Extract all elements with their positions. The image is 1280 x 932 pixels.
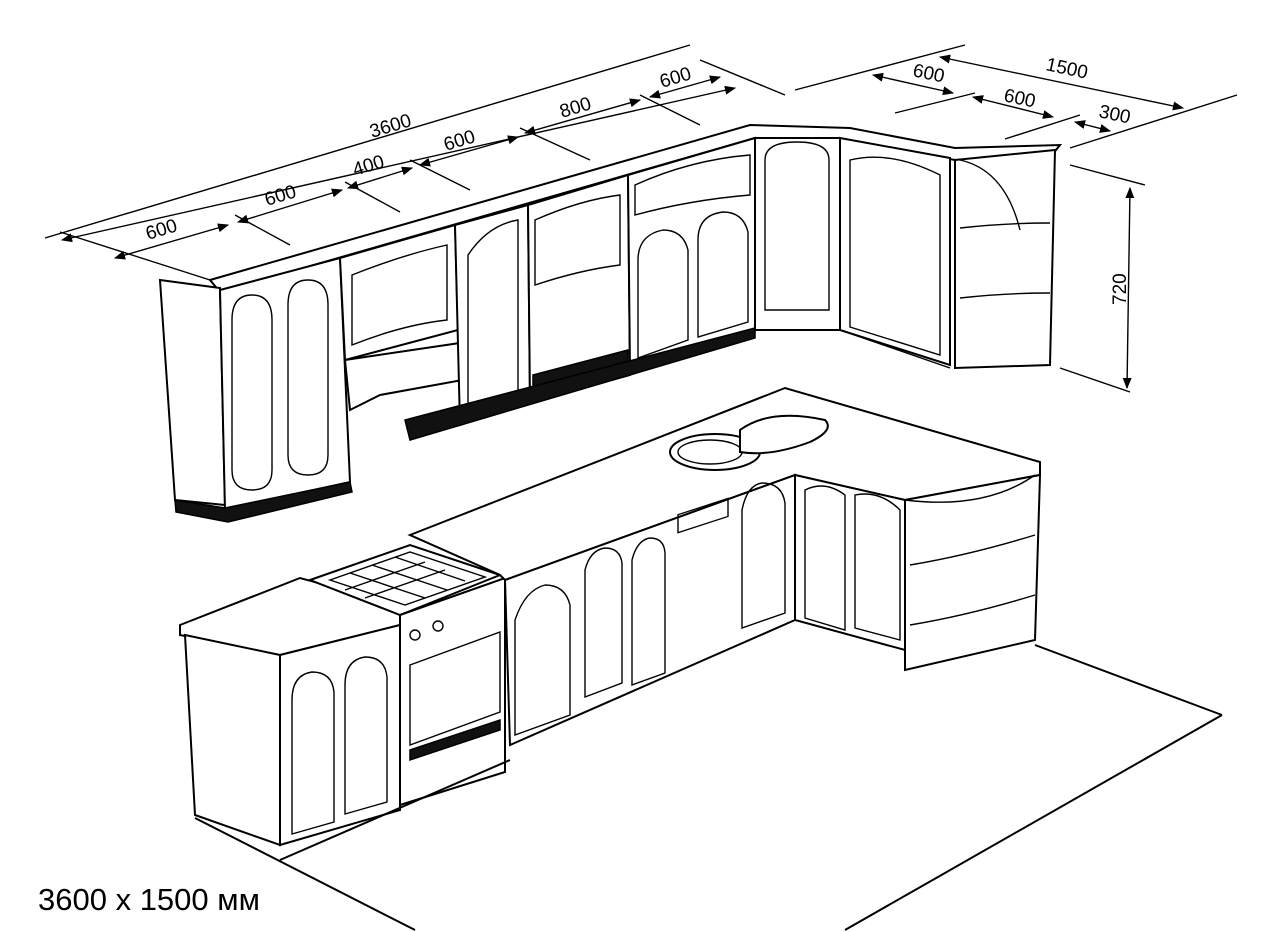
floor-outline <box>194 644 1223 931</box>
dimension-label-total-length: 3600 <box>367 110 414 142</box>
dimension-label-height: 720 <box>1110 273 1131 305</box>
dimension-label-600: 600 <box>262 181 298 210</box>
dimension-label-600: 600 <box>911 60 946 87</box>
base-cabinets <box>179 386 1042 847</box>
upper-cabinets <box>158 123 1063 523</box>
dimension-label-600: 600 <box>1002 85 1037 112</box>
dimension-label-300: 300 <box>1097 101 1132 128</box>
dimension-label-total-depth: 1500 <box>1044 54 1090 83</box>
kitchen-size-caption: 3600 x 1500 мм <box>38 882 260 917</box>
dimension-label-600: 600 <box>441 126 477 155</box>
dimension-label-600: 600 <box>657 63 693 92</box>
dimension-lines <box>44 44 1238 393</box>
dimension-label-400: 400 <box>350 151 386 180</box>
dimension-label-800: 800 <box>557 93 593 122</box>
